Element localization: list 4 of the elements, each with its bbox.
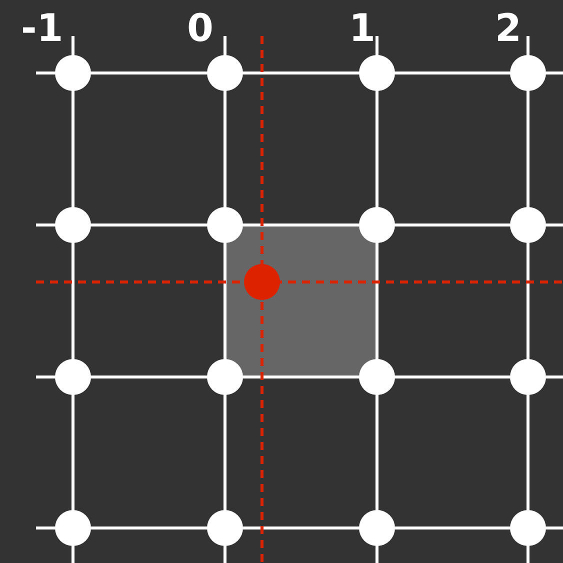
axis-label: -1	[21, 6, 64, 50]
axis-label: 1	[349, 6, 376, 50]
axis-label: 2	[495, 6, 522, 50]
axis-label: 0	[187, 6, 214, 50]
